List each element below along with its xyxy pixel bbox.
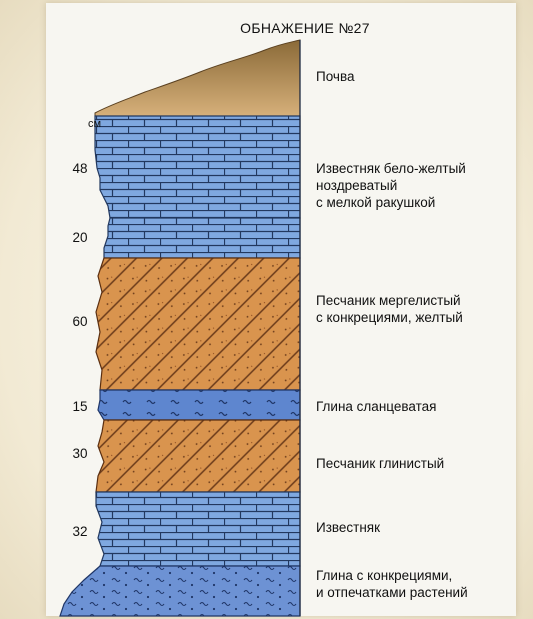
limestone-20-layer bbox=[103, 217, 301, 259]
unit-label: см bbox=[88, 118, 102, 130]
layer-label-clay-concretion: Глина с конкрециями, и отпечатками расте… bbox=[316, 568, 468, 600]
thickness-32: 32 bbox=[72, 524, 88, 539]
thickness-20: 20 bbox=[72, 230, 88, 245]
limestone-upper-layer bbox=[94, 115, 301, 219]
layer-label-sandstone-clayey: Песчаник глинистый bbox=[316, 456, 445, 471]
sandstone-marly-layer bbox=[95, 257, 301, 391]
layer-label-sandstone-marly: Песчаник мергелистый с конкрециями, желт… bbox=[316, 293, 463, 325]
thickness-30: 30 bbox=[72, 446, 88, 461]
clay-concretion-layer bbox=[59, 565, 301, 617]
thickness-48: 48 bbox=[72, 161, 88, 176]
layer-label-soil: Почва bbox=[316, 69, 355, 84]
diagram-title: ОБНАЖЕНИЕ №27 bbox=[240, 20, 370, 36]
thickness-60: 60 bbox=[72, 314, 88, 329]
clay-shale-layer bbox=[97, 389, 301, 421]
limestone-lower-layer bbox=[95, 491, 301, 567]
sandstone-clayey-layer bbox=[95, 419, 301, 493]
layer-label-limestone-upper: Известняк бело-желтый ноздреватый с мелк… bbox=[316, 161, 466, 210]
layer-label-clay-shale: Глина сланцеватая bbox=[316, 399, 437, 414]
layer-label-limestone-lower: Известняк bbox=[316, 520, 381, 535]
soil-layer bbox=[94, 39, 301, 117]
thickness-15: 15 bbox=[72, 399, 88, 414]
